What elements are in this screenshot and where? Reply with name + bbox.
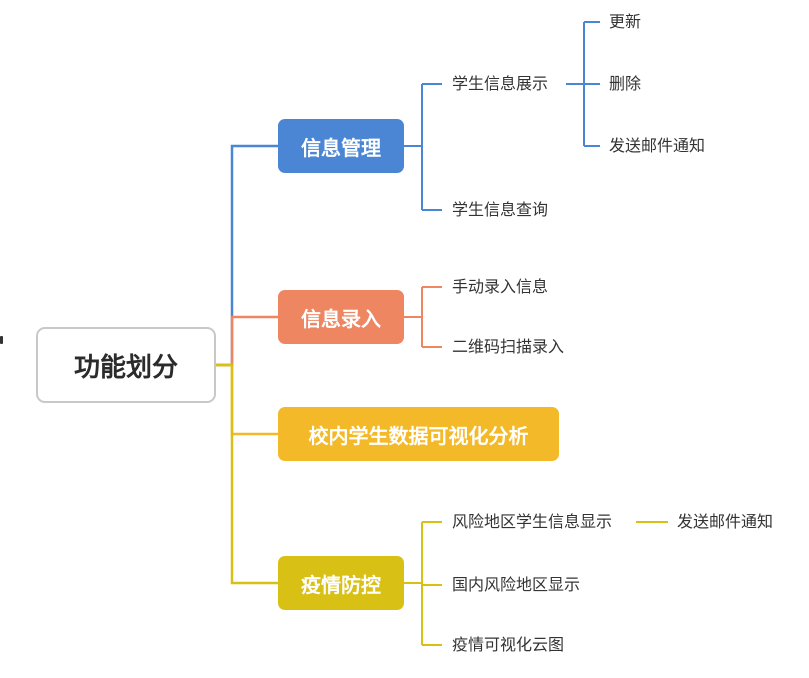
root-label: 功能划分	[73, 352, 178, 383]
branch-info-entry[interactable]: 信息录入	[278, 290, 404, 344]
connector-info-management-children	[404, 83, 442, 211]
node-domestic-risk-display[interactable]: 国内风险地区显示	[452, 575, 580, 595]
node-delete[interactable]: 删除	[609, 74, 641, 94]
node-manual-entry[interactable]: 手动录入信息	[452, 277, 548, 297]
node-domestic-risk-display-label: 国内风险地区显示	[452, 575, 581, 594]
node-update[interactable]: 更新	[609, 12, 641, 32]
connector-root-to-info-entry	[216, 315, 278, 367]
node-epidemic-cloud-map[interactable]: 疫情可视化云图	[452, 635, 564, 655]
node-qr-entry-label: 二维码扫描录入	[452, 337, 565, 356]
connector-root-to-info-management	[216, 144, 278, 367]
connector-root-to-epidemic	[216, 363, 278, 585]
branch-info-management-label: 信息管理	[301, 135, 381, 160]
node-student-info-display[interactable]: 学生信息展示	[452, 74, 548, 94]
branch-epidemic[interactable]: 疫情防控	[278, 556, 404, 610]
node-student-info-query[interactable]: 学生信息查询	[452, 200, 548, 220]
branch-epidemic-label: 疫情防控	[301, 572, 381, 597]
node-send-email[interactable]: 发送邮件通知	[609, 136, 705, 156]
node-risk-student-display-label: 风险地区学生信息显示	[452, 512, 613, 531]
node-epidemic-cloud-map-label: 疫情可视化云图	[452, 635, 565, 654]
node-student-info-display-label: 学生信息展示	[452, 74, 549, 93]
connector-root-to-visualization	[216, 363, 278, 436]
branch-info-entry-label: 信息录入	[301, 306, 381, 331]
connector-info-entry-children	[404, 286, 442, 348]
node-manual-entry-label: 手动录入信息	[452, 277, 549, 296]
node-student-info-query-label: 学生信息查询	[452, 200, 549, 219]
branch-visualization-label: 校内学生数据可视化分析	[308, 423, 529, 448]
connector-epidemic-children	[404, 521, 442, 646]
node-send-email-label: 发送邮件通知	[609, 136, 706, 155]
branch-visualization[interactable]: 校内学生数据可视化分析	[278, 407, 559, 461]
node-qr-entry[interactable]: 二维码扫描录入	[452, 337, 564, 357]
branch-info-management[interactable]: 信息管理	[278, 119, 404, 173]
node-risk-send-email-label: 发送邮件通知	[677, 512, 774, 531]
connector-display-children	[566, 21, 600, 147]
node-update-label: 更新	[609, 12, 642, 31]
node-risk-send-email[interactable]: 发送邮件通知	[677, 512, 773, 532]
node-risk-student-display[interactable]: 风险地区学生信息显示	[452, 512, 612, 532]
node-delete-label: 删除	[609, 74, 642, 93]
edge-marker	[0, 336, 3, 344]
root-node[interactable]: 功能划分	[36, 327, 216, 403]
